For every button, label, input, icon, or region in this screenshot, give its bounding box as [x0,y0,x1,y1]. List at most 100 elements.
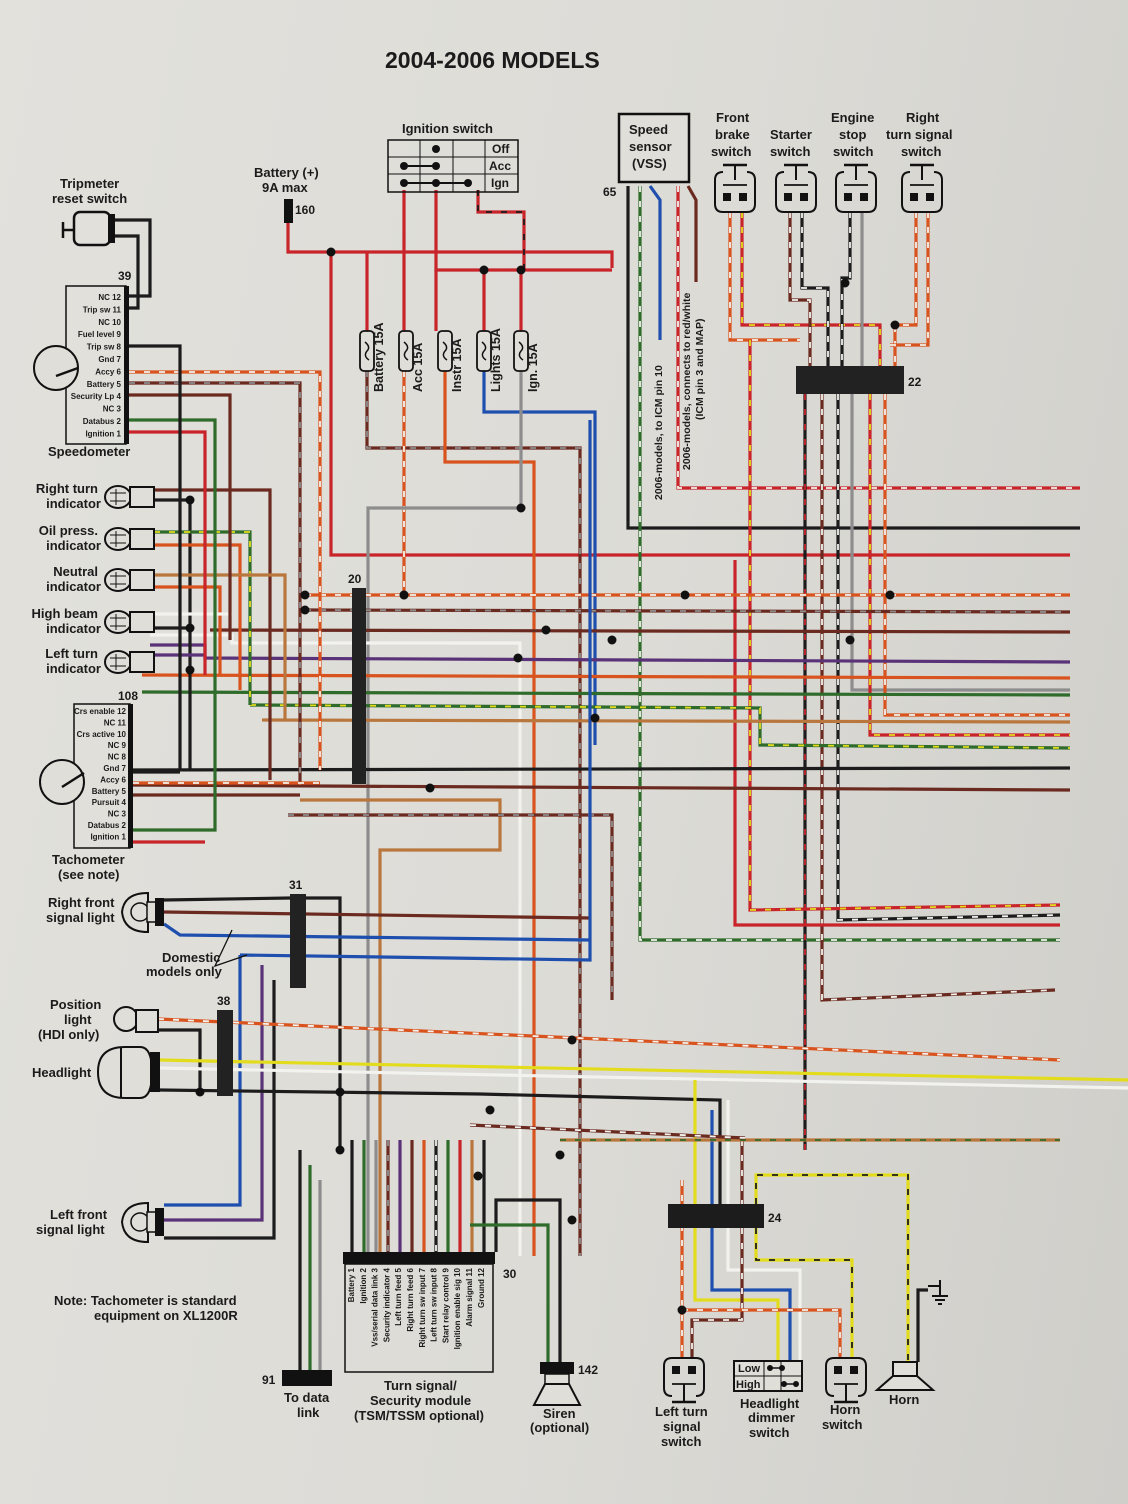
siren-icon [532,1362,582,1406]
tsm-pin-label: Left turn feed 5 [394,1267,403,1325]
tsm-label-3: (TSM/TSSM optional) [354,1408,484,1423]
ignition-position-ign: Ign [491,176,509,190]
right-front-signal-light-icon [120,891,164,934]
speed-sensor-label-3: (VSS) [632,156,667,171]
horizontal-wire-3 [209,628,1071,634]
domestic-note-1: Domestic [162,950,221,965]
left-turn-switch-label-1: Left turn [655,1404,708,1419]
vss-note-1: 2006-models, to ICM pin 10 [653,365,665,500]
fuse-label: Acc 15A [411,343,425,392]
speedo-batt-wire [129,381,302,785]
tripmeter-reset-switch-icon [61,210,115,247]
front-brake-label-3: switch [711,144,752,159]
splice-dot [425,783,435,793]
data-link-label-2: link [297,1405,320,1420]
right-turn-switch-label-1: Right [906,110,940,125]
splice-dot [335,1145,345,1155]
connector-38-number: 38 [217,994,231,1008]
stop-wire-1 [840,212,852,366]
vss-ground-wire [626,186,1080,530]
speedo-gnd-wire [129,344,182,770]
horizontal-wire-8 [261,718,1071,724]
horn-switch-label-2: switch [822,1417,863,1432]
domestic-note-2: models only [146,964,223,979]
horn-wire [754,1173,910,1362]
oil-wire-1 [154,530,252,705]
horn-switch-label-1: Horn [830,1402,860,1417]
battery-feed-wire [286,222,614,268]
vss-note-wire [686,185,698,282]
splice-dot [300,590,310,600]
position-light-icon [113,1006,159,1033]
speedometer-pin-label: NC 10 [98,318,121,327]
trunk-4 [850,394,1070,692]
trunk-6 [883,394,1070,717]
wires-layer [110,185,1128,1370]
fuse-icon [437,330,453,372]
note-line-1: Note: Tachometer is standard [54,1293,237,1308]
splice-dot [885,590,895,600]
tach-databus-wire [133,692,217,832]
tachometer-icon [39,703,133,849]
tsm-pin-label: Alarm signal 11 [465,1267,474,1326]
tachometer-label-2: (see note) [58,867,119,882]
speedometer-pin-label: Databus 2 [83,417,122,426]
battery-label-1: Battery (+) [254,165,319,180]
horizontal-wire-4 [150,643,1071,664]
indicator-label-line2: indicator [46,579,101,594]
lights-out-wire [482,371,597,745]
speedometer-pin-label: NC 3 [103,405,122,414]
horizontal-wire-7 [249,703,1071,750]
vss-signal-wire [638,186,1060,942]
indicator-lamp-icon [104,485,155,509]
splice-dot [300,605,310,615]
splice-dot [335,1087,345,1097]
tsm-module-icon [344,1263,494,1373]
splice-dot [195,1087,205,1097]
indicator-label-line1: Neutral [53,564,98,579]
tsm-connector-icon [343,1252,495,1264]
tachometer-pin-label: Crs active 10 [77,730,127,739]
horn-label: Horn [889,1392,919,1407]
tachometer-label-1: Tachometer [52,852,125,867]
connector-20-number: 20 [348,572,362,586]
right-front-signal-label-2: signal light [46,910,115,925]
indicator-lamp-icon [104,568,155,592]
fuse-label: Lights 15A [489,328,503,392]
horizontal-wire-11 [288,813,614,1000]
splice-dot [513,653,523,663]
tsm-pin-label: Right turn sw input 7 [418,1267,427,1347]
vss-red-white-wire [676,186,1080,490]
splice-dot [590,713,600,723]
starter-wire-1 [788,212,812,366]
front-brake-label-2: brake [715,127,750,142]
ign-feed-wire [476,190,526,270]
headlight-dimmer-switch-icon [733,1360,803,1392]
splice-dot [845,635,855,645]
tachometer-pin-label: NC 11 [104,718,127,727]
highbeam-wire [150,633,522,1256]
speedometer-pin-label: Ignition 1 [85,429,121,438]
starter-wire-2 [800,212,830,366]
tachometer-pin-label: Pursuit 4 [92,798,127,807]
speedometer-pin-label: NC 12 [98,293,121,302]
horizontal-wire-6 [141,690,1071,697]
connector-22-icon [796,366,904,394]
splice-dot [516,265,526,275]
right-turn-switch-label-3: switch [901,144,942,159]
horn-ground-wire [916,1288,928,1362]
diagram-title: 2004-2006 MODELS [385,47,600,73]
splice-dot [680,590,690,600]
dimmer-label-3: switch [749,1425,790,1440]
domestic-blue-wire [239,420,592,962]
brake-wire-1 [728,212,800,342]
splice-dot [485,1105,495,1115]
domestic-pointer-icon [213,929,248,968]
indicator-label-line2: indicator [46,621,101,636]
speed-sensor-label-2: sensor [629,139,672,154]
right-turn-sw-wire-2 [890,212,930,347]
indicator-label-line1: High beam [32,606,98,621]
speed-sensor-connector-number: 65 [603,185,617,199]
connector-24-icon [668,1204,764,1228]
